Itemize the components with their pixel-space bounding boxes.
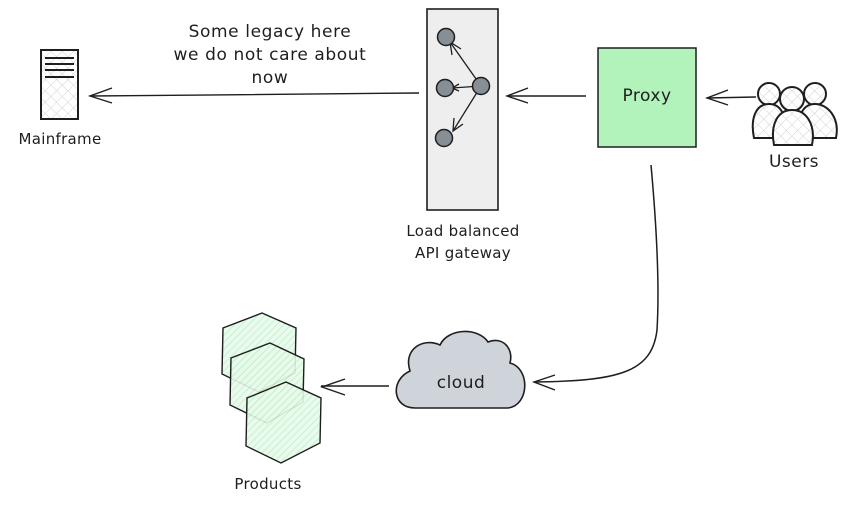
load-balancer-icon [434,27,491,148]
cloud-label: cloud [436,373,486,393]
annotation-line-1: Some legacy here [188,22,352,42]
annotation-note: Some legacy here we do not care about no… [130,21,410,90]
annotation-line-2: we do not care about [173,45,367,65]
products-node[interactable] [221,312,322,464]
users-icon [751,82,838,146]
mainframe-label: Mainframe [18,130,102,148]
arrow-proxy-to-cloud [531,164,659,391]
gateway-label-line-1: Load balanced [406,222,520,240]
proxy-node[interactable] [597,47,697,148]
gateway-node[interactable] [426,8,499,211]
arrow-cloud-to-products [319,378,389,396]
users-label: Users [768,152,820,172]
users-node[interactable] [751,82,838,146]
annotation-line-3: now [251,68,289,88]
cloud-node[interactable] [395,330,526,409]
arrow-users-to-proxy [704,89,757,106]
arrow-gateway-to-mainframe [87,87,420,104]
arrow-proxy-to-gateway [504,87,586,104]
mainframe-node[interactable] [40,49,79,120]
products-label: Products [234,475,302,493]
gateway-label: Load balanced API gateway [380,220,546,264]
server-icon [40,49,79,120]
gateway-label-line-2: API gateway [415,244,511,262]
proxy-label: Proxy [622,86,672,106]
hexagon-stack-icon [221,312,322,464]
